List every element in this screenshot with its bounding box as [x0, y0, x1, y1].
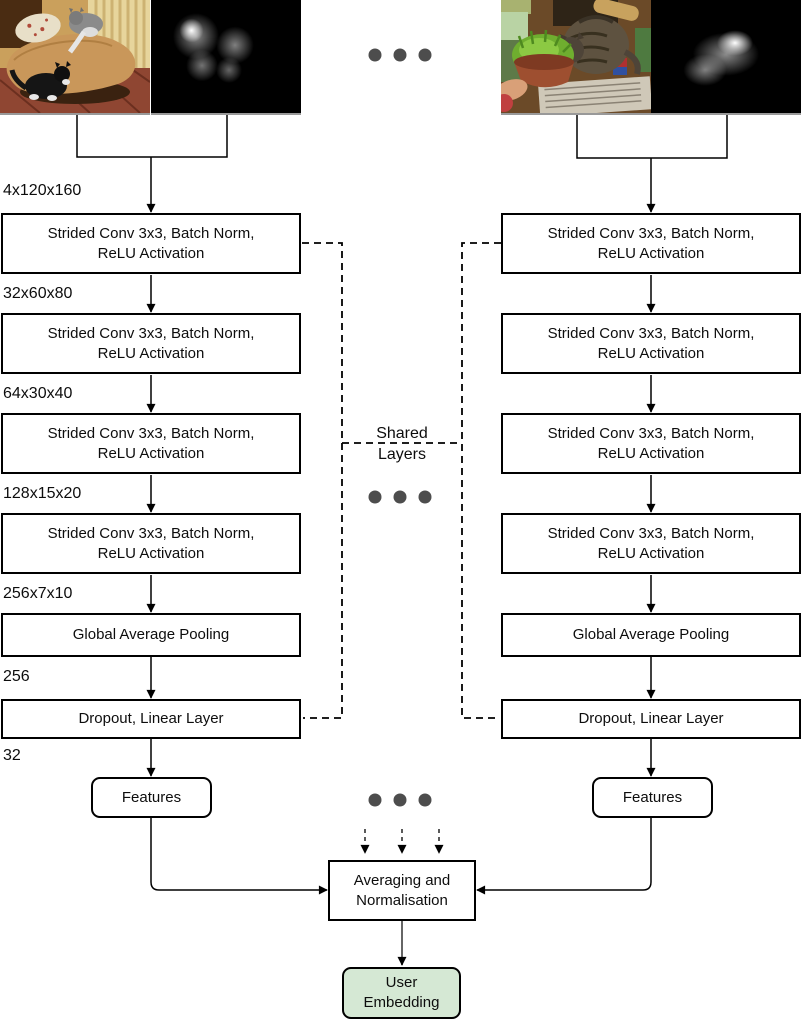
- cats-photo-illustration: [0, 0, 150, 113]
- ellipsis-dots-top: [368, 48, 432, 62]
- conv-block-right-4: Strided Conv 3x3, Batch Norm,ReLU Activa…: [501, 513, 801, 574]
- conv-block-left-4: Strided Conv 3x3, Batch Norm,ReLU Activa…: [1, 513, 301, 574]
- dashed-arrows-averaging: [360, 829, 444, 854]
- features-node-right: Features: [592, 777, 713, 818]
- dim-label-conv1: 32x60x80: [3, 285, 73, 302]
- features-node-left: Features: [91, 777, 212, 818]
- conv-block-left-1: Strided Conv 3x3, Batch Norm,ReLU Activa…: [1, 213, 301, 274]
- input-photo-left: [0, 0, 150, 115]
- input-bracket-left: [76, 113, 228, 213]
- saliency-map-right: [651, 0, 801, 115]
- ellipsis-dots-bottom: [368, 793, 432, 807]
- input-photo-right: [501, 0, 651, 115]
- cat-grass-photo-illustration: [501, 0, 651, 113]
- dim-label-conv4: 256x7x10: [3, 585, 73, 602]
- conv-block-left-2: Strided Conv 3x3, Batch Norm,ReLU Activa…: [1, 313, 301, 374]
- dim-label-conv2: 64x30x40: [3, 385, 73, 402]
- input-bracket-right: [576, 113, 728, 213]
- conv-block-right-1: Strided Conv 3x3, Batch Norm,ReLU Activa…: [501, 213, 801, 274]
- conv-block-right-2: Strided Conv 3x3, Batch Norm,ReLU Activa…: [501, 313, 801, 374]
- shared-layers-label: Shared Layers: [342, 423, 462, 465]
- user-embedding-node: User Embedding: [342, 967, 461, 1019]
- shared-layers-dashed-lines: [302, 242, 501, 719]
- dim-label-gap: 256: [3, 668, 30, 685]
- dim-label-input: 4x120x160: [3, 182, 82, 199]
- dropout-block-left: Dropout, Linear Layer: [1, 699, 301, 739]
- dim-label-dropout: 32: [3, 747, 21, 764]
- ellipsis-dots-middle: [368, 490, 432, 504]
- conv-block-right-3: Strided Conv 3x3, Batch Norm,ReLU Activa…: [501, 413, 801, 474]
- averaging-normalisation-block: Averaging and Normalisation: [328, 860, 476, 921]
- dropout-block-right: Dropout, Linear Layer: [501, 699, 801, 739]
- gap-block-right: Global Average Pooling: [501, 613, 801, 657]
- gap-block-left: Global Average Pooling: [1, 613, 301, 657]
- saliency-map-left: [151, 0, 301, 115]
- dim-label-conv3: 128x15x20: [3, 485, 82, 502]
- conv-block-left-3: Strided Conv 3x3, Batch Norm,ReLU Activa…: [1, 413, 301, 474]
